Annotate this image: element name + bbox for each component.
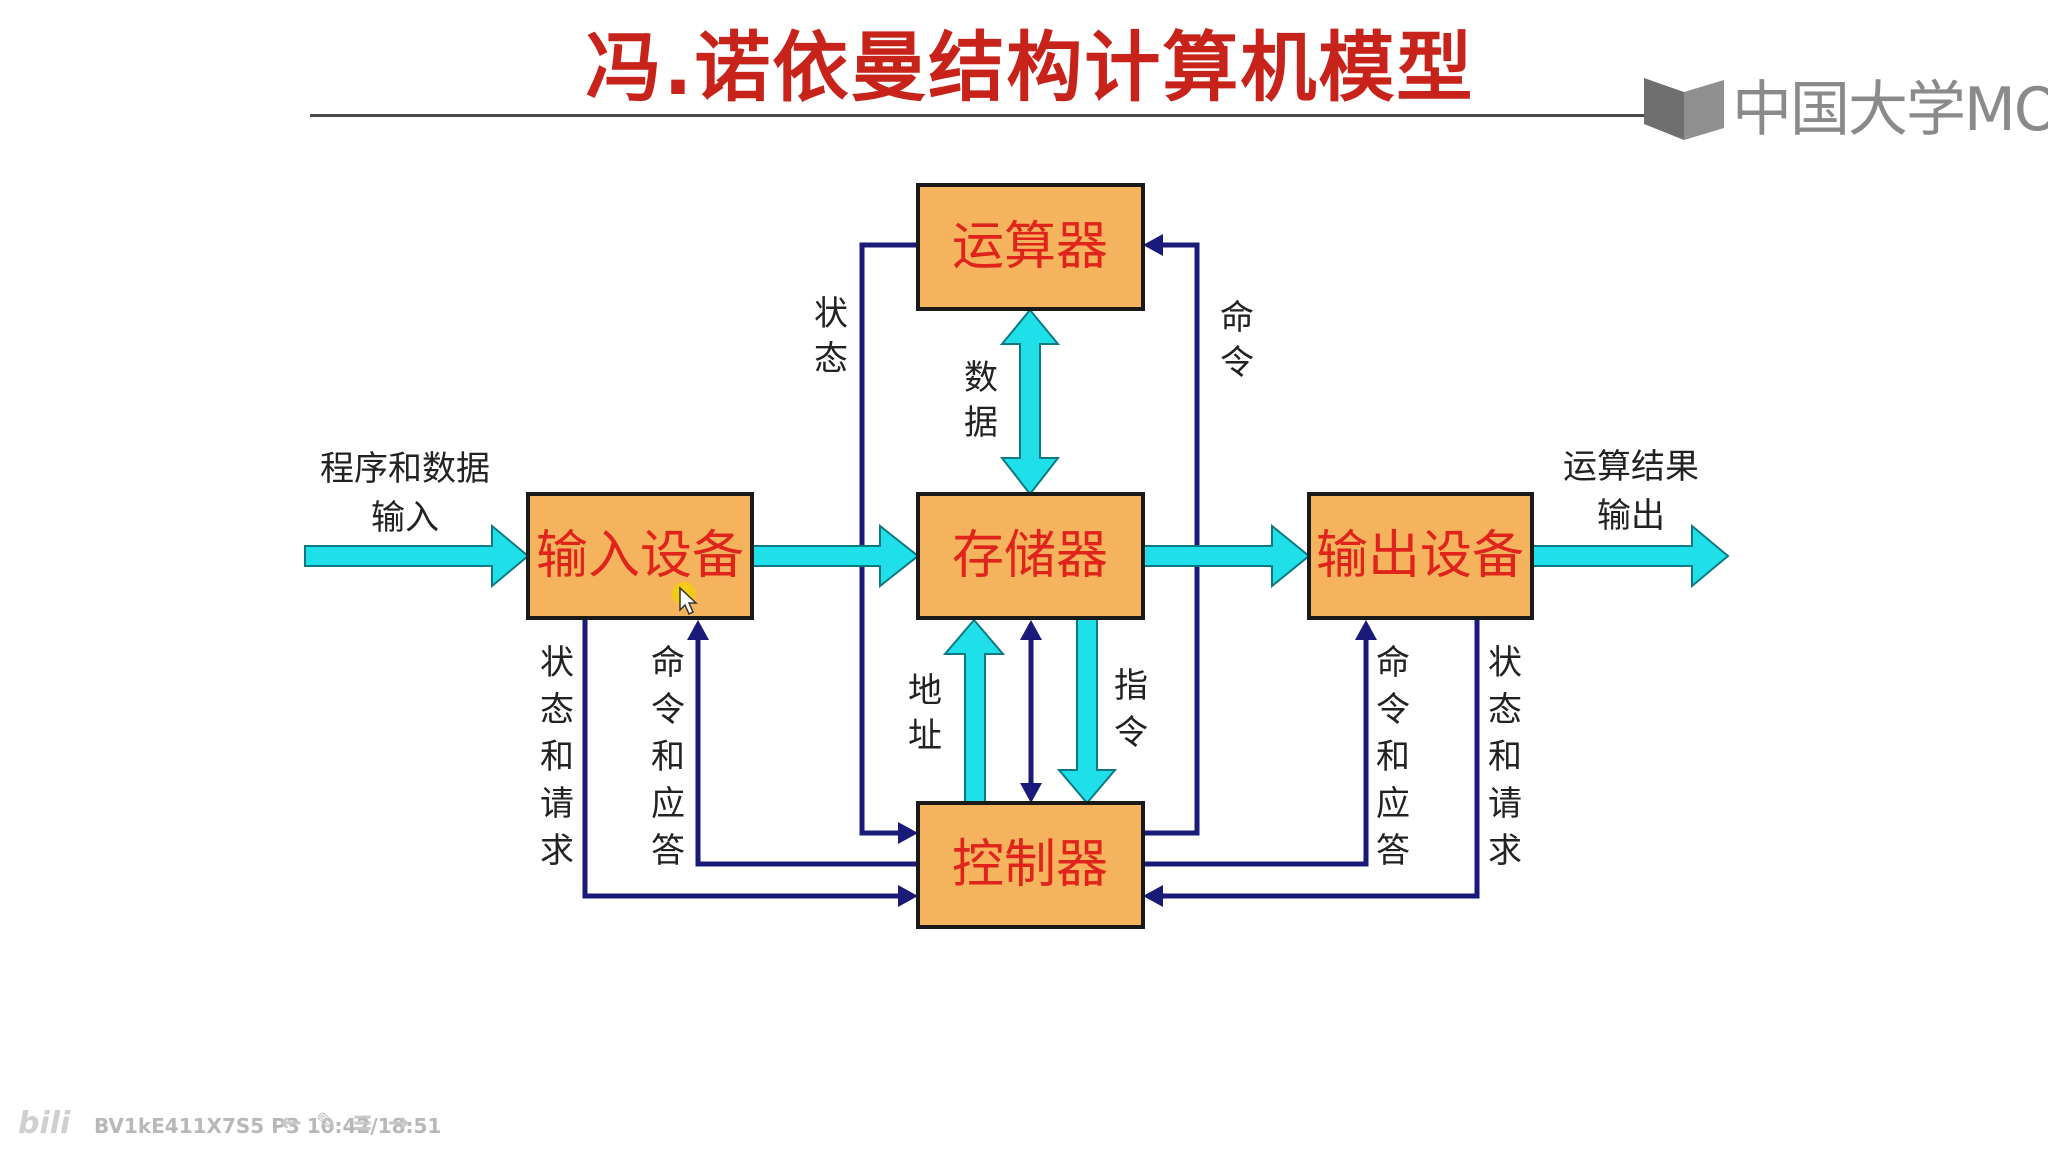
mooc-logo: 中国大学MOOC [1640, 70, 2048, 150]
input-status-request-line [582, 617, 906, 899]
input-command-ack-line [695, 632, 918, 867]
output-device-label: 输出设备 [1316, 526, 1524, 586]
memory-controller-arrowhead-down [1020, 783, 1042, 803]
alu-memory-data-arrow [999, 308, 1061, 496]
result-output-label: 运算结果 输出 [1563, 447, 1699, 536]
instruction-arrow [1056, 617, 1118, 805]
mooc-brand-text: 中国大学MOOC [1732, 75, 2048, 145]
input-command-ack-label: 命 令 和 应 答 [651, 643, 685, 871]
address-label: 地 址 [908, 671, 942, 756]
slide-title: 冯.诺依曼结构计算机模型 [585, 23, 1475, 112]
input-to-memory-arrow [751, 523, 920, 589]
mouse-cursor [672, 582, 698, 616]
input-device-label: 输入设备 [536, 526, 744, 586]
svg-text:输出: 输出 [1597, 496, 1665, 536]
arrow-left-icon[interactable]: ← [280, 1108, 316, 1138]
memory-box: 存储器 [916, 492, 1145, 620]
svg-text:状: 状 [814, 294, 848, 334]
instruction-label: 指 令 [1114, 666, 1148, 753]
bilibili-logo: bili [18, 1106, 71, 1141]
svg-text:令: 令 [1220, 343, 1254, 383]
svg-text:状: 状 [1488, 643, 1522, 683]
output-device-box: 输出设备 [1307, 492, 1534, 620]
svg-text:答: 答 [1376, 831, 1410, 871]
input-device-box: 输入设备 [526, 492, 754, 620]
address-arrow [942, 618, 1006, 803]
memory-controller-arrowhead-up [1020, 620, 1042, 640]
alu-status-line [859, 242, 918, 836]
alu-memory-data-label: 数 据 [964, 358, 998, 443]
svg-text:程序和数据: 程序和数据 [320, 449, 490, 489]
memory-to-output-arrow [1142, 523, 1311, 589]
cursor-arrow-icon [679, 586, 698, 616]
svg-text:指: 指 [1114, 666, 1148, 706]
output-command-ack-arrowhead [1355, 620, 1377, 640]
result-output-arrow [1531, 523, 1730, 589]
alu-command-arrowhead [1143, 234, 1163, 256]
svg-text:地: 地 [908, 671, 942, 711]
svg-text:和: 和 [1488, 737, 1522, 777]
controller-box: 控制器 [916, 801, 1145, 929]
output-status-request-line [1155, 617, 1480, 899]
svg-text:运算结果: 运算结果 [1563, 447, 1699, 487]
control-lines [582, 234, 1480, 907]
svg-text:和: 和 [540, 737, 574, 777]
svg-text:命: 命 [1220, 298, 1254, 338]
alu-status-label: 状 态 [814, 294, 848, 379]
memory-label: 存储器 [952, 526, 1108, 586]
input-status-request-label: 状 态 和 请 求 [540, 643, 574, 871]
input-status-request-arrowhead [898, 885, 918, 907]
svg-text:和: 和 [651, 737, 685, 777]
input-command-ack-arrowhead [687, 620, 709, 640]
output-status-request-label: 状 态 和 请 求 [1488, 643, 1522, 871]
svg-text:答: 答 [651, 831, 685, 871]
pen-icon[interactable]: ✎ [315, 1108, 352, 1138]
svg-text:命: 命 [651, 643, 685, 683]
video-id: BV1kE411X7S5 P3 [94, 1114, 300, 1138]
svg-text:求: 求 [1488, 831, 1522, 871]
svg-text:请: 请 [1488, 784, 1522, 824]
output-command-ack-label: 命 令 和 应 答 [1376, 643, 1410, 871]
alu-box: 运算器 [916, 183, 1145, 311]
data-flow-arrows [304, 308, 1730, 805]
alu-status-arrowhead [898, 822, 918, 844]
svg-text:命: 命 [1376, 643, 1410, 683]
svg-text:应: 应 [1376, 784, 1410, 824]
svg-text:和: 和 [1376, 737, 1410, 777]
menu-icon[interactable]: ≡ [351, 1108, 388, 1138]
video-info: BV1kE411X7S5 P3 10:42/18:51 [94, 1114, 441, 1138]
output-command-ack-line [1143, 632, 1369, 867]
title-divider [310, 114, 1710, 117]
video-timestamp: 10:42/18:51 [306, 1114, 442, 1138]
alu-command-label: 命 令 [1220, 298, 1254, 383]
svg-text:数: 数 [964, 358, 998, 398]
svg-text:应: 应 [651, 784, 685, 824]
svg-text:态: 态 [540, 690, 574, 730]
mooc-book-icon [1644, 78, 1684, 140]
svg-text:态: 态 [1488, 690, 1522, 730]
svg-text:态: 态 [814, 339, 848, 379]
svg-text:状: 状 [540, 643, 574, 683]
svg-text:输入: 输入 [371, 498, 439, 538]
arrow-right-icon[interactable]: → [387, 1108, 424, 1138]
program-input-arrow [304, 523, 530, 589]
alu-label: 运算器 [952, 217, 1108, 277]
svg-text:请: 请 [540, 784, 574, 824]
svg-text:求: 求 [540, 831, 574, 871]
svg-text:令: 令 [1376, 690, 1410, 730]
svg-text:令: 令 [651, 690, 685, 730]
controller-label: 控制器 [952, 835, 1108, 895]
svg-text:令: 令 [1114, 713, 1148, 753]
slide-nav-controls[interactable]: ←✎≡→ [280, 1108, 423, 1138]
svg-text:址: 址 [908, 716, 942, 756]
output-status-request-arrowhead [1143, 885, 1163, 907]
alu-command-line [1143, 242, 1200, 836]
svg-text:据: 据 [964, 403, 998, 443]
program-input-label: 程序和数据 输入 [320, 449, 490, 538]
